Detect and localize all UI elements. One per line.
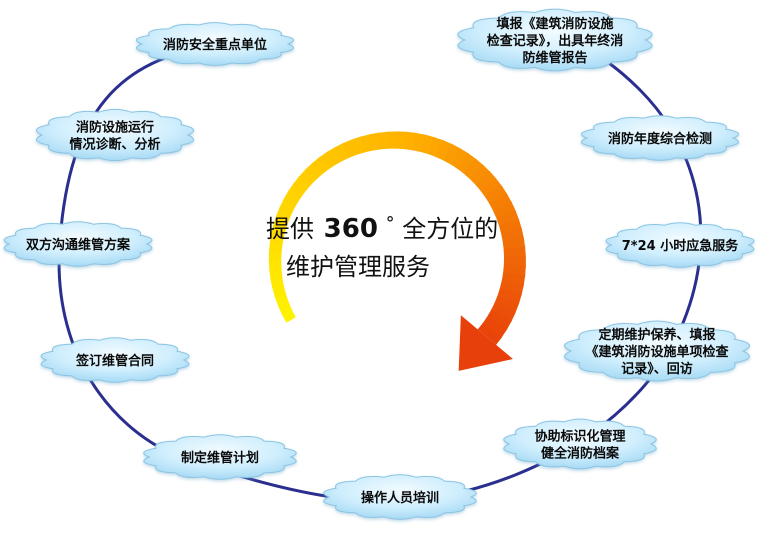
- arrow-segment: [420, 134, 436, 155]
- arrow-segment: [298, 168, 317, 187]
- arrow-segment: [270, 276, 284, 290]
- cloud-shape: [564, 320, 750, 382]
- cloud-node-emergency-service: 7*24 小时应急服务: [605, 222, 755, 268]
- service-nodes: 消防安全重点单位 填报《建筑消防设施检查记录》，出具年终消防维管报告消防设施运行情…: [3, 8, 755, 520]
- center-suffix: 全方位的: [402, 215, 498, 243]
- cloud-node-maintenance-plan: 制定维管计划: [143, 434, 297, 480]
- arrow-segment: [503, 256, 526, 268]
- arrow-segment: [450, 147, 469, 170]
- cloud-shape: [323, 474, 477, 520]
- cloud-label: 签订维管合同: [75, 353, 154, 369]
- cloud-label: 消防年度综合检测: [608, 131, 712, 147]
- cloud-label: 防维管报告: [522, 50, 587, 66]
- cloud-shape: [605, 222, 755, 268]
- cloud-node-two-way-plan: 双方沟通维管方案: [3, 221, 153, 267]
- cloud-label: 消防安全重点单位: [163, 37, 267, 53]
- cloud-label: 定期维护保养、填报: [597, 327, 716, 343]
- cloud-shape: [135, 22, 295, 66]
- arrow-segment: [463, 158, 484, 180]
- arrow-segment: [268, 251, 282, 262]
- cloud-node-annual-inspection: 消防年度综合检测: [580, 115, 740, 161]
- arrow-segment: [481, 316, 508, 339]
- arrow-segment: [428, 136, 444, 158]
- arrow-segment: [268, 242, 283, 254]
- cloud-label: 操作人员培训: [361, 490, 439, 506]
- arrow-segment: [499, 280, 524, 296]
- arrow-segment: [326, 146, 343, 166]
- cloud-label: 《建筑消防设施单项检查: [585, 344, 729, 360]
- arrow-segment: [503, 246, 526, 259]
- arrow-segment: [494, 295, 520, 314]
- cloud-label: 情况诊断、分析: [69, 137, 160, 153]
- arrow-segment: [318, 151, 336, 170]
- cloud-shape: [143, 434, 297, 480]
- cloud-label: 记录》、回访: [621, 361, 693, 377]
- arrow-segment: [435, 139, 453, 161]
- arrow-segment: [443, 143, 461, 165]
- arrow-segment: [287, 182, 306, 200]
- arrow-segment: [457, 152, 477, 175]
- cloud-shape: [503, 418, 657, 470]
- cloud-shape: [40, 337, 190, 383]
- arrow-segment: [477, 323, 502, 345]
- arrow-segment: [293, 175, 311, 193]
- arrow-segment: [493, 201, 516, 220]
- cloud-shape: [457, 8, 653, 72]
- arrow-head: [458, 315, 513, 371]
- arrow-segment: [272, 285, 287, 298]
- cloud-label: 消防设施运行: [76, 120, 154, 136]
- center-title: 提供 360 ° 全方位的 维护管理服务: [266, 207, 498, 281]
- arrow-segment: [486, 310, 512, 331]
- cloud-label: 制定维管计划: [181, 450, 259, 466]
- cloud-node-key-units: 消防安全重点单位: [135, 22, 295, 66]
- cloud-label: 填报《建筑消防设施: [496, 16, 613, 32]
- arrow-segment: [378, 131, 390, 150]
- arrow-segment: [279, 198, 297, 214]
- arrow-segment: [489, 193, 513, 212]
- center-number: 360: [324, 214, 378, 244]
- cloud-shape: [3, 221, 153, 267]
- cloud-label: 协助标识化管理: [534, 429, 625, 445]
- center-degree: °: [386, 213, 395, 234]
- arrow-segment: [485, 185, 508, 205]
- arrow-segment: [311, 156, 329, 175]
- arrow-segment: [387, 131, 399, 149]
- arrow-segment: [469, 164, 491, 186]
- arrow-segment: [269, 268, 283, 281]
- cloud-label: 双方沟通维管方案: [26, 237, 131, 253]
- arrow-segment: [275, 206, 293, 222]
- arrow-segment: [334, 142, 351, 162]
- cloud-label: 健全消防档案: [541, 446, 620, 462]
- cloud-shape: [580, 115, 740, 161]
- cloud-node-staff-training: 操作人员培训: [323, 474, 477, 520]
- arrow-segment: [268, 260, 282, 271]
- arrow-segment: [502, 237, 526, 251]
- svg-text:提供 360 ° 全方位: 提供 360 ° 全方位的: [266, 207, 498, 244]
- arrow-segment: [396, 131, 408, 150]
- cloud-label: 检查记录》，出具年终消: [487, 33, 624, 49]
- arrow-segment: [304, 162, 323, 181]
- arrow-segment: [497, 288, 522, 305]
- arrow-segment: [475, 170, 497, 192]
- arrow-segment: [283, 190, 301, 207]
- cloud-node-sign-contract: 签订维管合同: [40, 337, 190, 383]
- center-prefix: 提供: [266, 215, 314, 243]
- arrow-segment: [496, 210, 520, 227]
- cycle-arrow: [268, 131, 526, 371]
- cloud-label: 7*24 小时应急服务: [622, 238, 739, 254]
- center-line2: 维护管理服务: [286, 253, 430, 281]
- arrow-segment: [480, 177, 503, 198]
- cloud-shape: [35, 108, 195, 162]
- arrow-segment: [490, 302, 516, 323]
- arrow-segment: [369, 132, 382, 151]
